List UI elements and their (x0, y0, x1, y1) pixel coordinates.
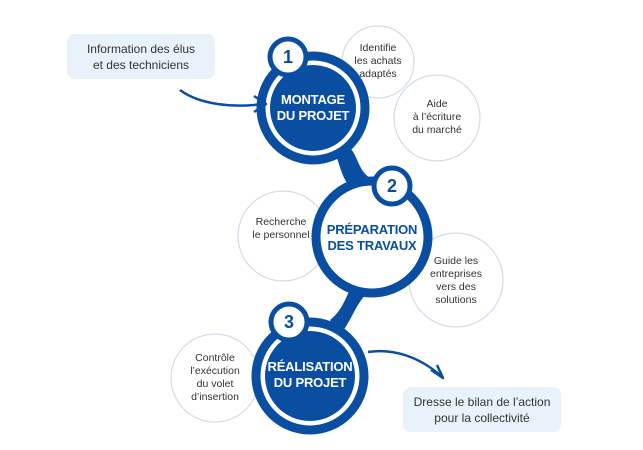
aide-line-3: du marché (412, 124, 462, 136)
guide-line-3: vers des (436, 281, 476, 293)
recherche-line-1: Recherche (255, 216, 307, 228)
step-2-number: 2 (386, 176, 397, 196)
arrow-output-head (430, 364, 445, 380)
step-1-title-line-1: MONTAGE (280, 92, 346, 107)
step-2-circle-outer (311, 176, 433, 298)
step-1-title-line-2: DU PROJET (276, 108, 350, 123)
identifie-line-2: les achats (354, 55, 402, 67)
controle-line-4: d’insertion (191, 391, 239, 403)
satellite-controle-text: Contrôle l’exécution du volet d’insertio… (178, 352, 252, 404)
step-3-title-line-1: RÉALISATION (267, 359, 353, 374)
step-3-circle-inner (265, 331, 355, 421)
recherche-line-2: le personnel (252, 229, 310, 241)
guide-line-4: solutions (435, 294, 477, 306)
step-2-title: PRÉPARATION DES TRAVAUX (316, 222, 428, 254)
controle-line-2: l’exécution (190, 365, 240, 377)
arrow-input-path (179, 88, 263, 107)
satellite-recherche-text: Recherche le personnel (243, 216, 319, 242)
satellite-circle-aide (393, 74, 481, 162)
controle-line-1: Contrôle (195, 352, 235, 364)
step-1-circle-inner (270, 65, 356, 151)
controle-line-3: du volet (196, 378, 234, 390)
step-2-number-badge (371, 165, 413, 207)
guide-line-2: entreprises (430, 268, 482, 280)
step-1-number-badge (267, 36, 309, 78)
guide-line-1: Guide les (433, 255, 479, 267)
satellite-identifie-text: Identifie les achats adaptés (343, 42, 413, 81)
identifie-line-1: Identifie (359, 42, 397, 54)
satellite-guide-text: Guide les entreprises vers des solutions (418, 255, 494, 307)
identifie-line-3: adaptés (359, 68, 397, 80)
step-2-title-line-2: DES TRAVAUX (327, 238, 417, 253)
output-box: Dresse le bilan de l’action pour la coll… (403, 387, 561, 432)
step-2-title-line-1: PRÉPARATION (326, 222, 418, 237)
step-1-title: MONTAGE DU PROJET (263, 92, 363, 124)
output-box-line-1: Dresse le bilan de l’action (413, 394, 551, 409)
input-box-line-2: et des techniciens (92, 57, 190, 72)
step-3-number-badge (268, 301, 310, 343)
step-3-number: 3 (283, 312, 294, 332)
step-1-number: 1 (282, 47, 293, 67)
arrow-output-path (367, 349, 441, 376)
aide-line-1: Aide (426, 98, 448, 110)
output-box-line-2: pour la collectivité (434, 410, 530, 425)
step-3-title-line-2: DU PROJET (273, 375, 347, 390)
input-box-line-1: Information des élus (86, 41, 196, 56)
satellite-aide-text: Aide à l’écriture du marché (400, 98, 474, 137)
step-3-title: RÉALISATION DU PROJET (258, 359, 362, 391)
arrow-input-head (253, 94, 268, 114)
aide-line-2: à l’écriture (412, 111, 462, 123)
input-box: Information des élus et des techniciens (67, 34, 215, 79)
